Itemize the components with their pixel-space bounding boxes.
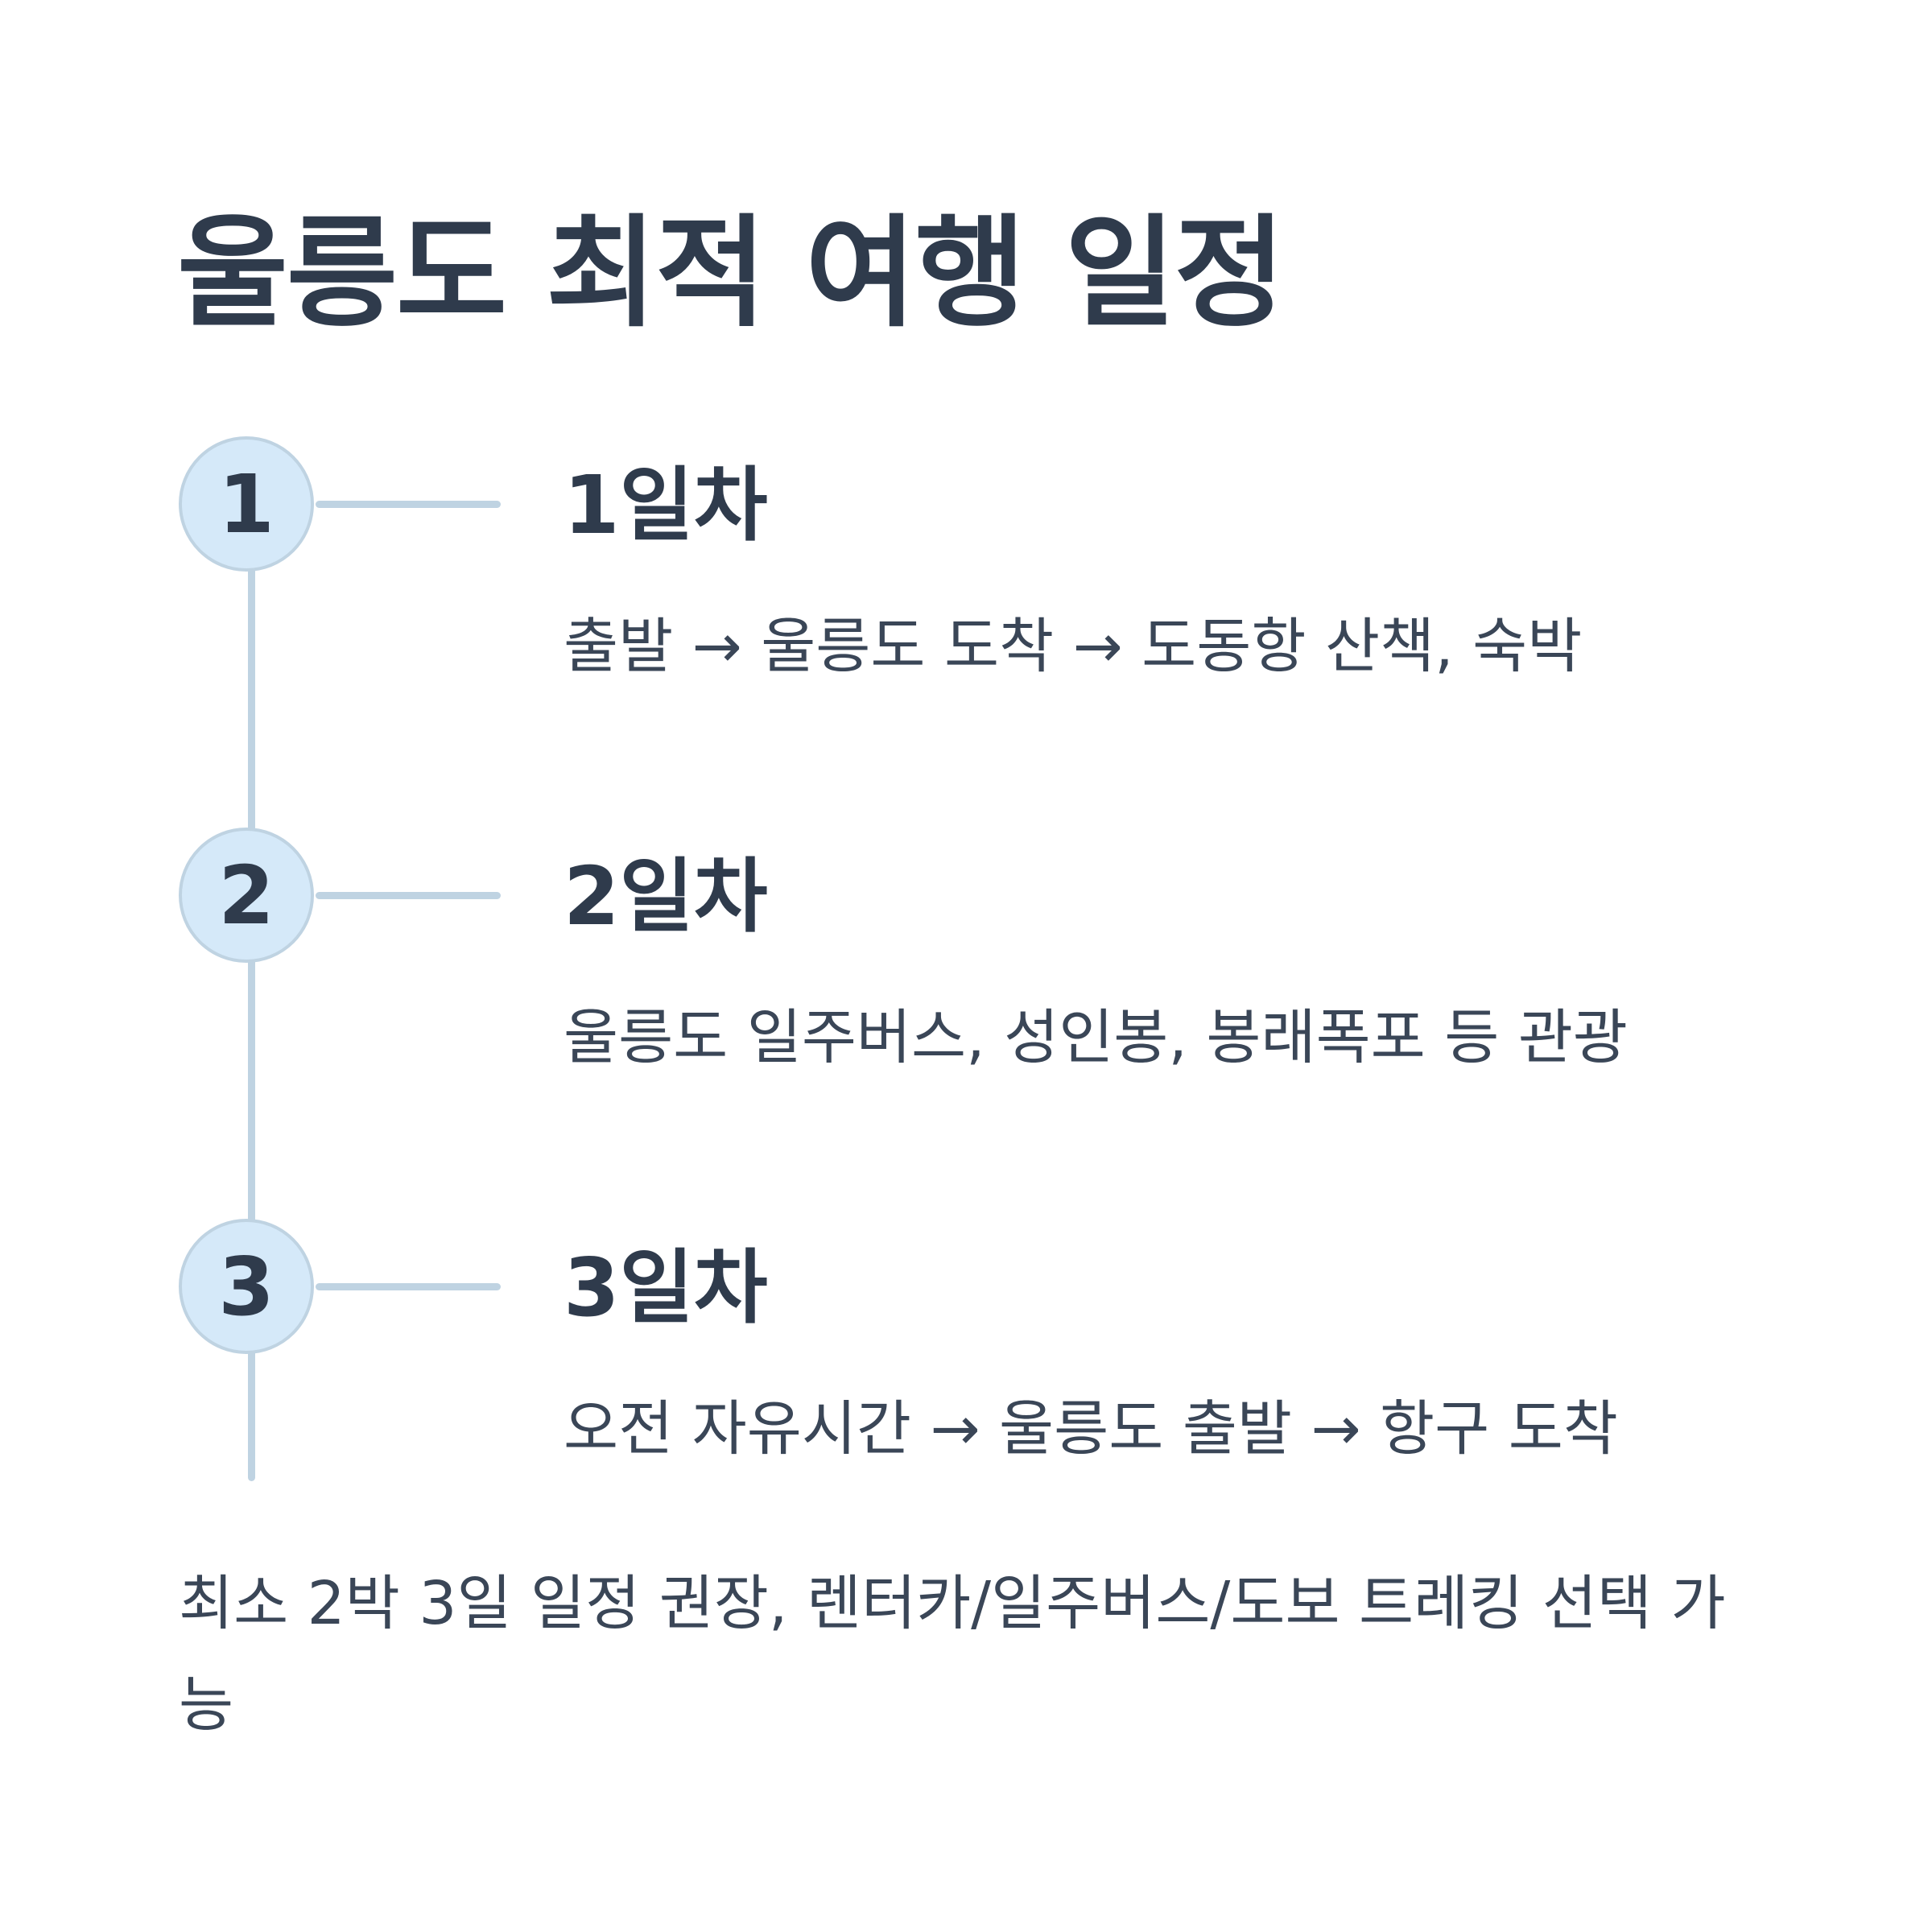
step-desc-day-3: 오전 자유시간 → 울릉도 출발 → 항구 도착: [564, 1394, 1618, 1463]
step-number: 2: [218, 848, 275, 943]
step-marker-1: 1: [179, 436, 314, 572]
timeline-connector: [248, 958, 255, 1224]
step-title-day-1: 1일차: [564, 458, 768, 552]
footnote: 최소 2박 3일 일정 권장, 렌터카/일주버스/도보 트레킹 선택 가능: [179, 1569, 1726, 1740]
step-branch-line: [316, 892, 501, 899]
page-title: 울릉도 최적 여행 일정: [177, 204, 1286, 344]
step-marker-3: 3: [179, 1219, 314, 1354]
step-marker-2: 2: [179, 828, 314, 963]
step-title-day-3: 3일차: [564, 1241, 768, 1335]
step-desc-day-1: 출발 → 울릉도 도착 → 도동항 산책, 숙박: [564, 612, 1583, 681]
step-desc-day-2: 울릉도 일주버스, 성인봉, 봉래폭포 등 관광: [564, 1003, 1629, 1072]
step-branch-line: [316, 501, 501, 508]
step-branch-line: [316, 1283, 501, 1290]
step-title-day-2: 2일차: [564, 849, 768, 943]
timeline-connector: [248, 568, 255, 833]
timeline-connector: [248, 1348, 255, 1481]
step-number: 1: [218, 456, 275, 551]
step-number: 3: [218, 1239, 275, 1334]
